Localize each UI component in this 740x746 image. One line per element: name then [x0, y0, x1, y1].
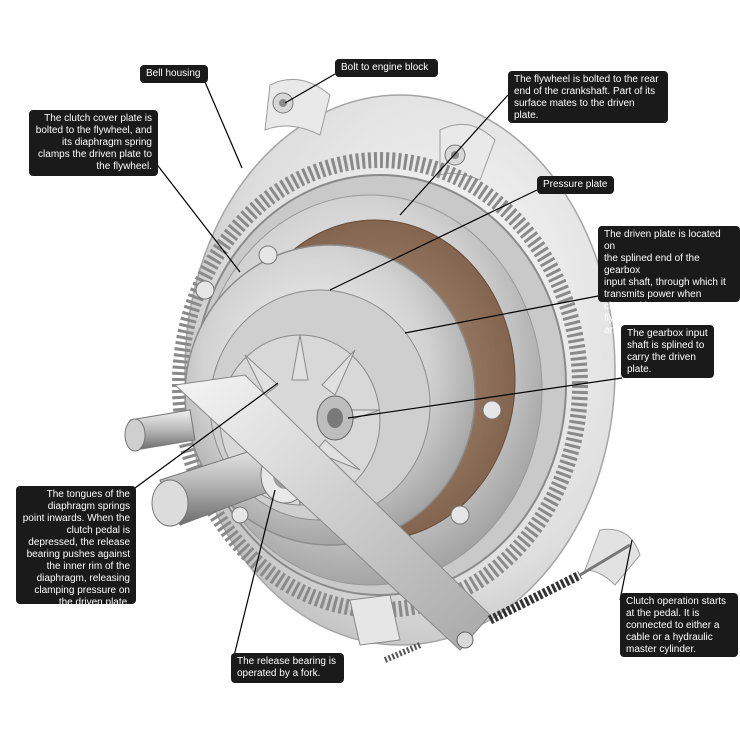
release-bearing-label: The release bearing is operated by a for… [231, 653, 344, 683]
input-shaft-label: The gearbox input shaft is splined to ca… [621, 325, 714, 378]
clutch-operation-label: Clutch operation starts at the pedal. It… [620, 593, 738, 657]
cover-plate-label: The clutch cover plate is bolted to the … [29, 110, 158, 176]
bell-housing-label: Bell housing [140, 65, 208, 83]
input-shaft-splines [316, 395, 354, 441]
bolt-label: Bolt to engine block [335, 59, 438, 77]
pressure-plate-label: Pressure plate [537, 176, 614, 194]
return-spring [383, 543, 631, 663]
driven-plate-label: The driven plate is located on the splin… [598, 226, 740, 336]
release-fork [173, 374, 491, 651]
flywheel-label: The flywheel is bolted to the rear end o… [508, 71, 668, 123]
leader-lines [134, 73, 633, 657]
engine-bolt [272, 92, 294, 114]
tongues-label: The tongues of the diaphragm springs poi… [16, 486, 136, 608]
